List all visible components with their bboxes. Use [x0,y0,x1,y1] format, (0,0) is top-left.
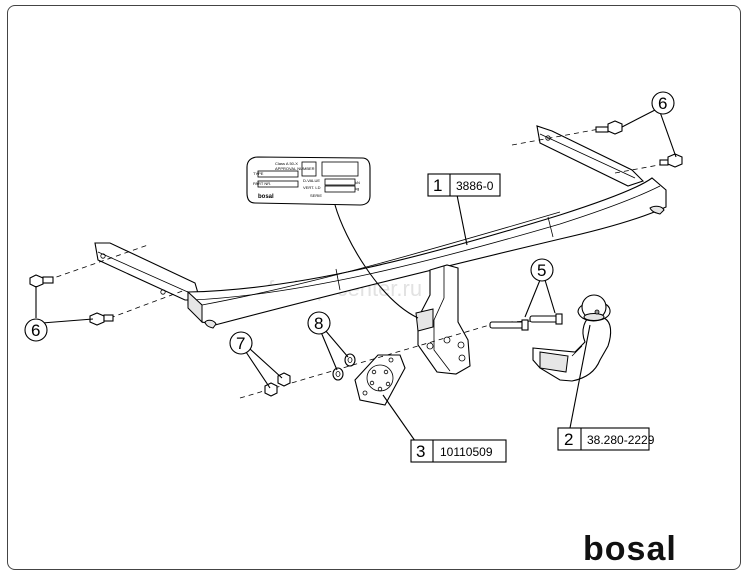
callout-number: 5 [537,261,546,280]
plate-kn: kN [355,180,360,185]
bolt-pair-5 [489,313,563,331]
callout-number: 7 [236,334,245,353]
plate-header: Class A 50-X [275,161,298,166]
leader-5 [524,279,556,318]
callout-3: 3 10110509 [410,439,507,463]
brand-logo: bosal [583,530,677,568]
bolt-left-upper [29,274,54,288]
callout-number: 6 [31,321,40,340]
washer-8 [332,353,356,381]
part-code: 10110509 [440,445,493,459]
callout-number: 3 [416,442,425,461]
ball-mount-bracket [415,264,471,375]
callout-8: 8 [307,311,331,335]
plate-vert-load: VERT. LD [303,185,321,190]
bolt-right-lower [659,153,683,168]
leader-2 [569,324,591,429]
callout-1: 1 3886-0 [427,173,501,197]
callout-number: 1 [433,176,442,195]
callout-2: 2 38.280-2229 [557,427,655,451]
leader-6-right [621,109,677,158]
leader-8 [320,329,349,371]
leader-3 [382,394,421,449]
callout-5: 5 [530,258,554,282]
identification-plate: Class A 50-X APPROVAL NUMBER TYPE PART N… [246,156,419,319]
callout-number: 8 [314,314,323,333]
part-code: 3886-0 [456,179,494,193]
callout-number: 6 [658,94,667,113]
plate-serie: SERIE [310,193,322,198]
nut-7 [264,372,291,397]
plate-approval: APPROVAL NUMBER [275,166,315,171]
leader-7 [245,348,283,389]
plate-logo: bosal [258,194,274,200]
tow-ball [532,294,612,382]
bolt-right-upper [595,120,623,135]
crossbeam [94,125,667,329]
part-code: 38.280-2229 [587,433,655,447]
assembly-line-right-1 [511,126,611,146]
callout-7: 7 [229,331,253,355]
drawing-frame [7,5,741,570]
plate-kg: kg [355,186,359,191]
callout-6-right: 6 [651,91,675,115]
socket-plate [354,354,406,406]
plate-part-label: PART NR. [253,181,271,186]
bolt-left-lower [89,312,114,326]
callout-6-left: 6 [24,318,48,342]
callout-number: 2 [564,430,573,449]
leader-6-left [35,286,94,324]
assembly-line-left-2 [109,289,186,319]
plate-d-value: D-VALUE [303,178,320,183]
